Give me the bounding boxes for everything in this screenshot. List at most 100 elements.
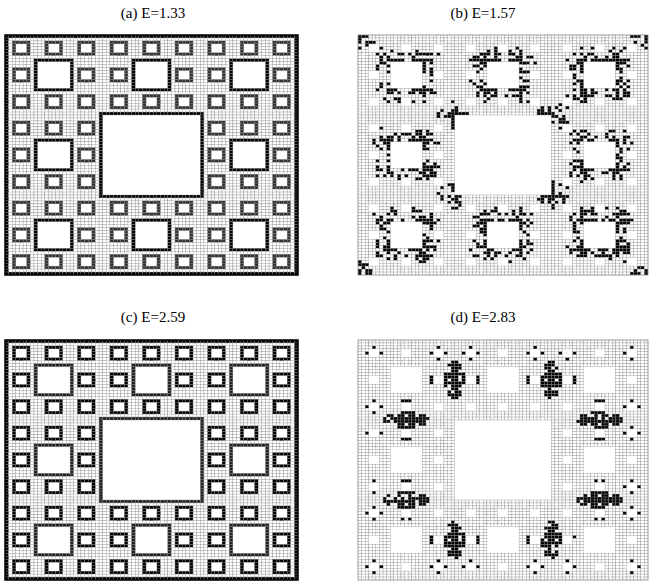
mesh-cell xyxy=(88,53,92,56)
mesh-cell xyxy=(135,251,139,254)
mesh-cell xyxy=(99,198,103,201)
mesh-cell xyxy=(27,156,31,159)
mesh-cell xyxy=(77,213,81,216)
mesh-cell xyxy=(41,204,45,207)
mesh-cell xyxy=(48,115,52,118)
mesh-cell xyxy=(30,50,34,53)
mesh-cell xyxy=(128,231,132,234)
mesh-cell xyxy=(99,79,103,82)
mesh-cell xyxy=(132,195,136,198)
mesh-cell xyxy=(110,41,114,44)
mesh-cell xyxy=(121,79,125,82)
mesh-cell xyxy=(85,192,89,195)
mesh-cell xyxy=(34,94,38,97)
mesh-cell xyxy=(124,88,128,91)
mesh-cell xyxy=(124,106,128,109)
mesh-cell xyxy=(27,71,31,74)
mesh-cell xyxy=(12,228,16,231)
mesh-cell xyxy=(12,41,16,44)
mesh-cell xyxy=(41,115,45,118)
mesh-cell xyxy=(81,118,85,121)
mesh-cell xyxy=(85,165,89,168)
mesh-cell xyxy=(9,44,13,47)
mesh-cell xyxy=(92,234,96,237)
mesh-cell xyxy=(70,242,74,245)
mesh-cell xyxy=(81,213,85,216)
mesh-cell xyxy=(114,94,118,97)
mesh-cell xyxy=(70,106,74,109)
mesh-cell xyxy=(95,71,99,74)
mesh-cell xyxy=(139,266,143,269)
mesh-cell xyxy=(19,222,23,225)
mesh-cell xyxy=(70,180,74,183)
mesh-cell xyxy=(103,112,107,115)
mesh-cell xyxy=(103,204,107,207)
mesh-cell xyxy=(132,222,136,225)
mesh-cell xyxy=(110,213,114,216)
mesh-cell xyxy=(66,201,70,204)
mesh-cell xyxy=(132,91,136,94)
mesh-cell xyxy=(19,201,23,204)
mesh-cell xyxy=(124,216,128,219)
mesh-cell xyxy=(23,219,27,222)
mesh-cell xyxy=(56,186,60,189)
mesh-cell xyxy=(121,219,125,222)
mesh-cell xyxy=(85,213,89,216)
mesh-cell xyxy=(110,53,114,56)
mesh-cell xyxy=(99,254,103,257)
mesh-cell xyxy=(70,177,74,180)
mesh-cell xyxy=(45,174,49,177)
mesh-cell xyxy=(30,183,34,186)
mesh-cell xyxy=(142,97,146,100)
mesh-cell xyxy=(41,248,45,251)
mesh-cell xyxy=(99,38,103,41)
mesh-cell xyxy=(45,100,49,103)
mesh-cell xyxy=(45,189,49,192)
mesh-cell xyxy=(12,231,16,234)
mesh-cell xyxy=(9,248,13,251)
mesh-cell xyxy=(41,94,45,97)
mesh-cell xyxy=(70,130,74,133)
mesh-cell xyxy=(27,56,31,59)
mesh-cell xyxy=(45,266,49,269)
mesh-cell xyxy=(9,219,13,222)
mesh-cell xyxy=(74,165,78,168)
mesh-cell xyxy=(92,213,96,216)
mesh-cell xyxy=(12,180,16,183)
mesh-cell xyxy=(92,251,96,254)
mesh-cell xyxy=(16,171,20,174)
mesh-cell xyxy=(103,251,107,254)
mesh-cell xyxy=(135,266,139,269)
mesh-cell xyxy=(30,228,34,231)
mesh-cell xyxy=(12,47,16,50)
mesh-cell xyxy=(124,198,128,201)
mesh-cell xyxy=(88,269,92,272)
mesh-cell xyxy=(41,257,45,260)
mesh-cell xyxy=(70,195,74,198)
mesh-cell xyxy=(103,269,107,272)
mesh-cell xyxy=(70,251,74,254)
mesh-cell xyxy=(88,79,92,82)
mesh-cell xyxy=(99,242,103,245)
mesh-cell xyxy=(34,133,38,136)
mesh-cell xyxy=(99,269,103,272)
mesh-cell xyxy=(34,189,38,192)
mesh-cell xyxy=(34,103,38,106)
mesh-cell xyxy=(124,228,128,231)
mesh-cell xyxy=(27,142,31,145)
mesh-cell xyxy=(139,195,143,198)
mesh-cell xyxy=(56,139,60,142)
mesh-cell xyxy=(66,263,70,266)
mesh-cell xyxy=(30,124,34,127)
mesh-cell xyxy=(23,82,27,85)
mesh-cell xyxy=(19,195,23,198)
mesh-cell xyxy=(38,204,42,207)
mesh-cell xyxy=(34,145,38,148)
mesh-cell xyxy=(77,201,81,204)
mesh-cell xyxy=(92,225,96,228)
mesh-cell xyxy=(95,103,99,106)
mesh-cell xyxy=(34,239,38,242)
mesh-cell xyxy=(92,198,96,201)
mesh-cell xyxy=(12,124,16,127)
mesh-cell xyxy=(74,210,78,213)
